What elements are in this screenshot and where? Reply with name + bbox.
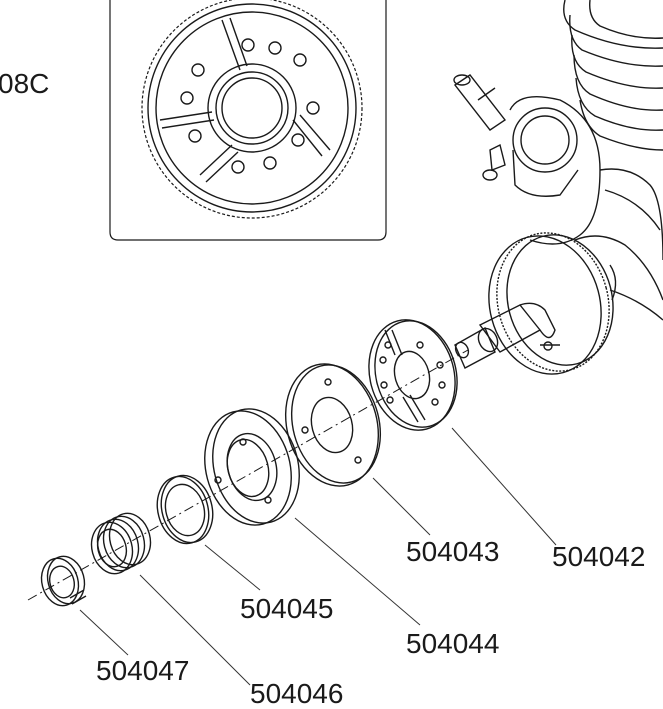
clutch-spring: [90, 512, 152, 575]
bearing-ring: [156, 474, 214, 545]
leader-lines: [79, 427, 557, 686]
clutch-cup: [204, 408, 300, 526]
diagram-drawing: [27, 0, 663, 686]
assembly-axis: [27, 349, 469, 601]
clutch-shoe-ring: [368, 319, 458, 431]
part-number-504042: 504042: [552, 541, 646, 572]
engine-body: [453, 0, 663, 301]
inset-flywheel-gear: [141, 0, 363, 219]
clutch-nut: [40, 555, 87, 607]
flywheel-gear: [454, 232, 663, 375]
part-number-504047: 504047: [96, 655, 190, 686]
part-number-504044: 504044: [406, 628, 500, 659]
clutch-plate: [284, 363, 382, 487]
inset-detail-flywheel: [109, 0, 387, 241]
part-number-504046: 504046: [250, 678, 344, 709]
inset-label: 08C: [0, 68, 50, 99]
part-number-504045: 504045: [240, 593, 334, 624]
part-number-504043: 504043: [406, 536, 500, 567]
